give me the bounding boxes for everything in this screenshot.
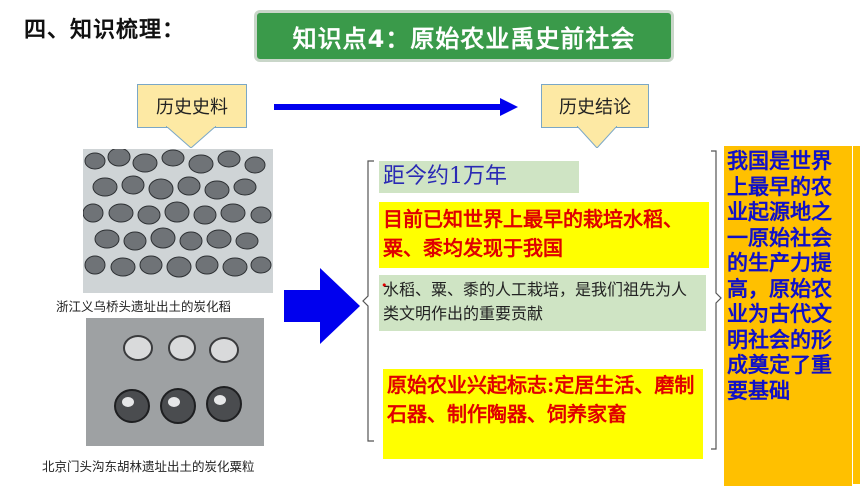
carbonized-rice-caption: 浙江义乌桥头遗址出土的炭化稻	[56, 299, 232, 314]
section-heading: 四、知识梳理：	[24, 18, 186, 43]
agriculture-signs-fact: 原始农业兴起标志:定居生活、磨制石器、制作陶器、饲养家畜	[383, 369, 703, 459]
conclusion-edge	[853, 146, 860, 484]
earliest-cultivation-fact: 目前已知世界上最早的栽培水稻、粟、黍均发现于我国	[379, 202, 709, 268]
topic-banner-title: 知识点4：原始农业禹史前社会	[292, 24, 636, 53]
carbonized-millet-photo	[86, 318, 264, 446]
carbonized-millet-grains	[114, 335, 242, 424]
date-fact: 距今约1万年	[379, 161, 579, 193]
conclusion-box: 我国是世界上最早的农业起源地之一原始社会的生产力提高，原始农业为古代文明社会的形…	[724, 146, 852, 486]
conclusion-bracket	[711, 150, 722, 450]
topic-banner: 知识点4：原始农业禹史前社会	[254, 10, 674, 62]
callout-left-pointer	[166, 126, 216, 148]
contribution-fact: 水稻、粟、黍的人工栽培，是我们祖先为人类文明作出的重要贡献	[379, 275, 706, 331]
carbonized-millet-caption: 北京门头沟东胡林遗址出土的炭化粟粒	[42, 459, 255, 474]
historical-materials-callout: 历史史料	[137, 84, 247, 128]
flow-arrow	[274, 98, 518, 116]
carbonized-rice-photo	[83, 149, 273, 293]
historical-materials-label: 历史史料	[156, 97, 228, 118]
facts-bracket	[362, 160, 374, 442]
contribution-marker: •	[381, 279, 388, 292]
historical-conclusions-label: 历史结论	[559, 97, 631, 118]
transition-arrow	[284, 268, 360, 344]
carbonized-rice-grains	[83, 149, 272, 278]
historical-conclusions-callout: 历史结论	[541, 84, 649, 128]
callout-right-pointer	[577, 126, 617, 148]
